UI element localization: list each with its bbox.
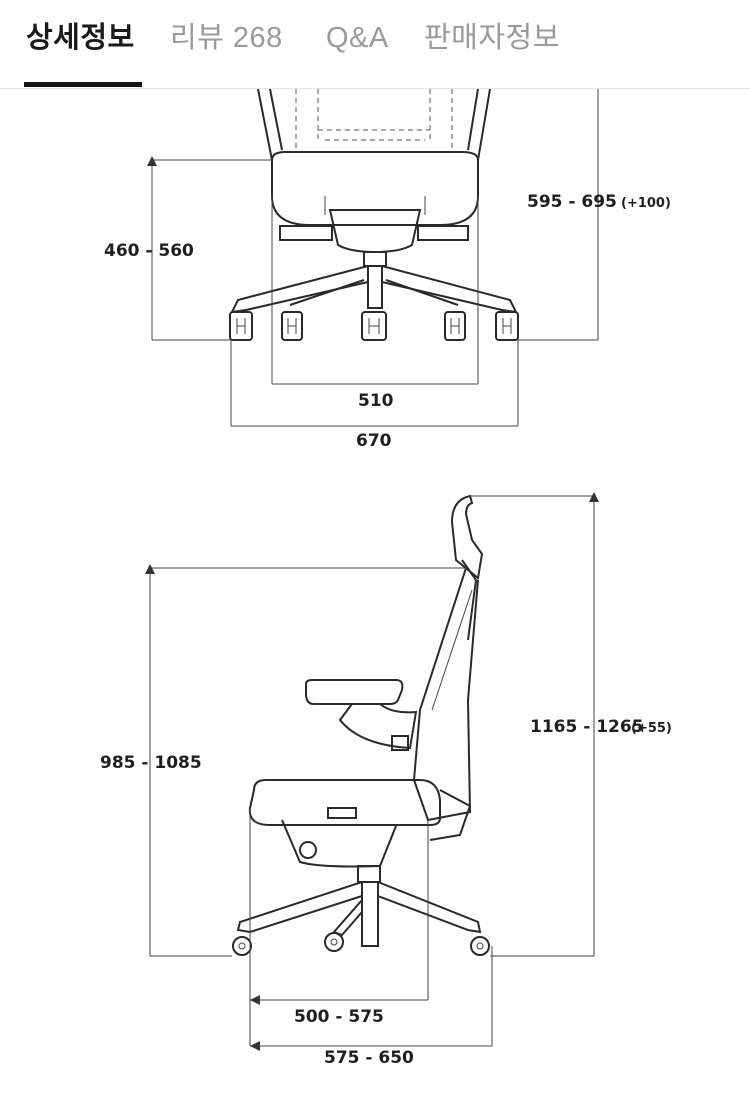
total-height-extra: (+55) [631,721,672,736]
armrest-height-extra: (+100) [621,196,671,211]
tab-qna[interactable]: Q&A [326,22,389,54]
tab-details[interactable]: 상세정보 [26,22,135,54]
tab-bar: 상세정보 리뷰 268 Q&A 판매자정보 [0,0,750,89]
tab-seller-info[interactable]: 판매자정보 [424,22,560,54]
front-view-chair [229,89,519,341]
inner-width-label: 510 [358,391,394,411]
overall-width-label: 670 [356,431,392,451]
overall-depth-label: 575 - 650 [324,1048,414,1068]
chair-dimension-drawing: 460 - 560 595 - 695 (+100) 510 670 [100,89,672,1068]
armrest-height-main: 595 - 695 [527,192,617,212]
side-view-dimension-lines [145,492,599,1051]
active-tab-indicator [24,82,142,87]
side-view-chair [232,494,490,956]
seat-back-height-label: 985 - 1085 [100,753,202,773]
tab-reviews[interactable]: 리뷰 268 [170,22,283,54]
armrest-height-label: 595 - 695 (+100) [527,192,671,212]
total-height-label: 1165 - 1265 (+55) [530,717,672,737]
total-height-main: 1165 - 1265 [530,717,644,737]
seat-height-label: 460 - 560 [104,241,194,261]
seat-depth-label: 500 - 575 [294,1007,384,1027]
front-view-dimension-lines [147,89,599,427]
